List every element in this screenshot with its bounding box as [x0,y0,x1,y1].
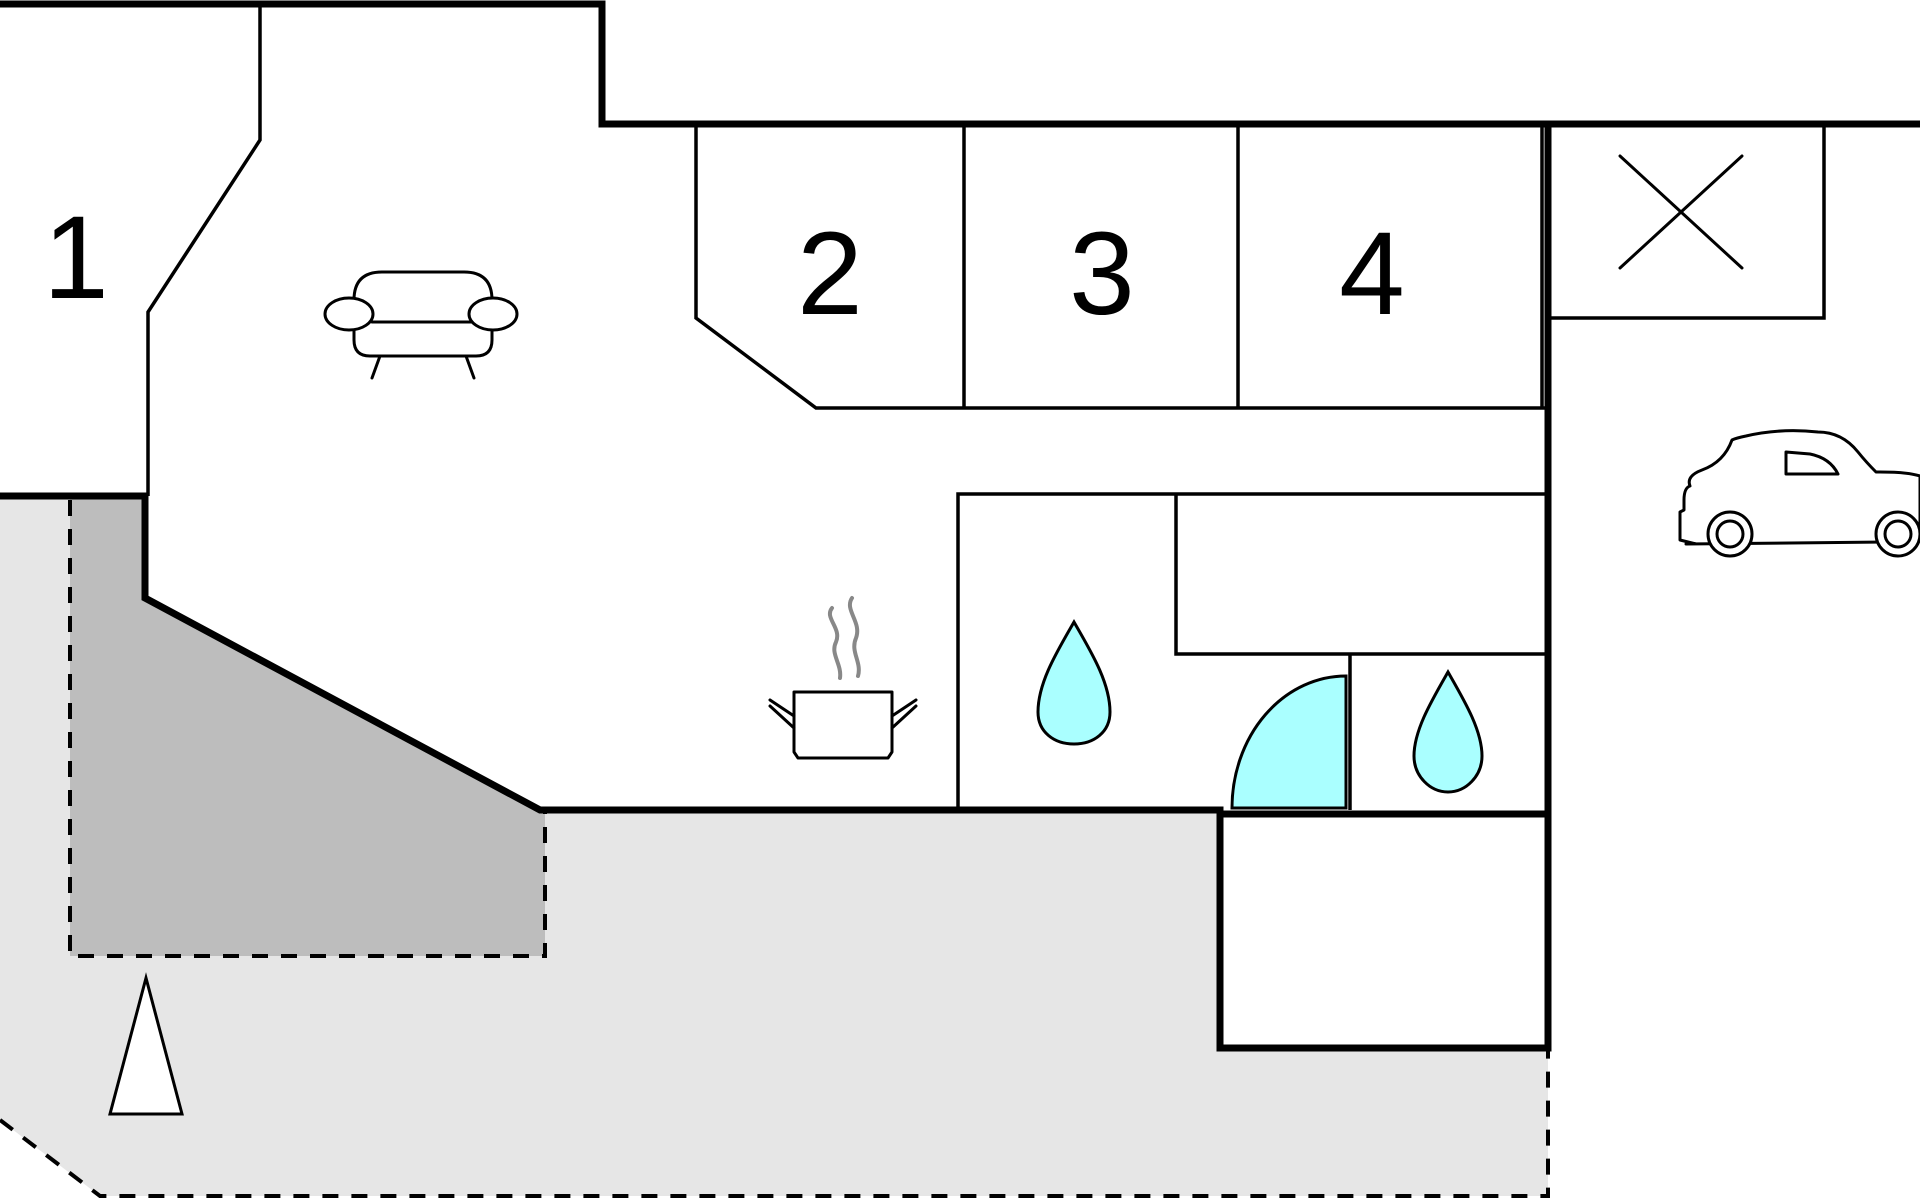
room-number-2: 2 [797,208,863,340]
annex-wall [1216,806,1552,1052]
entrance-triangle-icon [108,972,184,1116]
room-number-3: 3 [1069,208,1135,340]
cross-icon [1618,154,1744,270]
wall-storage [1548,124,1826,320]
wall-room-1 [146,4,262,496]
car-icon [1678,429,1920,558]
wall-room-2 [694,124,1548,410]
sofa-icon [323,270,519,380]
cooking-pot-icon [768,596,918,760]
steam-icon [828,606,843,680]
room-number-4: 4 [1339,208,1405,340]
terrace-area [0,496,1548,1196]
water-drop-icon [1412,668,1484,794]
water-drop-icon [1036,618,1112,746]
wall-closet [1174,494,1548,656]
covered-terrace-area [70,496,545,956]
room-number-1: 1 [43,192,109,324]
terrace-outline [0,1048,1550,1198]
shower-quarter-circle-icon [1230,674,1348,810]
outer-wall-top [0,0,1920,128]
outer-wall-left-terrace [0,492,1224,814]
wall-bathroom-block [956,492,1548,810]
